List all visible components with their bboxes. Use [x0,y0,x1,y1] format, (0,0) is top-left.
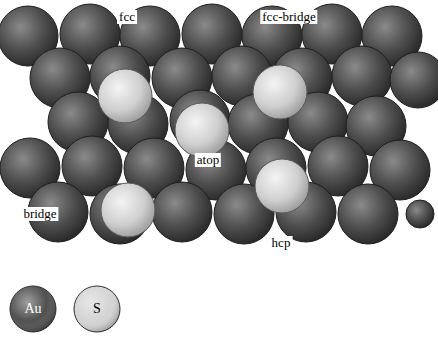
site-label: hcp [270,236,293,250]
site-label: atop [195,153,221,167]
site-label: bridge [21,207,58,221]
legend-item: Au [8,284,58,334]
legend-swatch [74,286,120,332]
legend-swatch [10,286,56,332]
site-label: fcc [117,10,137,24]
legend-item: S [72,284,122,334]
sphere-shading [74,286,120,332]
sphere-shading [10,286,56,332]
site-label: fcc-bridge [260,10,317,24]
s-atoms [98,65,309,237]
au-atoms [0,4,438,244]
legend-text: Au [24,301,41,317]
legend-text: S [93,301,101,317]
